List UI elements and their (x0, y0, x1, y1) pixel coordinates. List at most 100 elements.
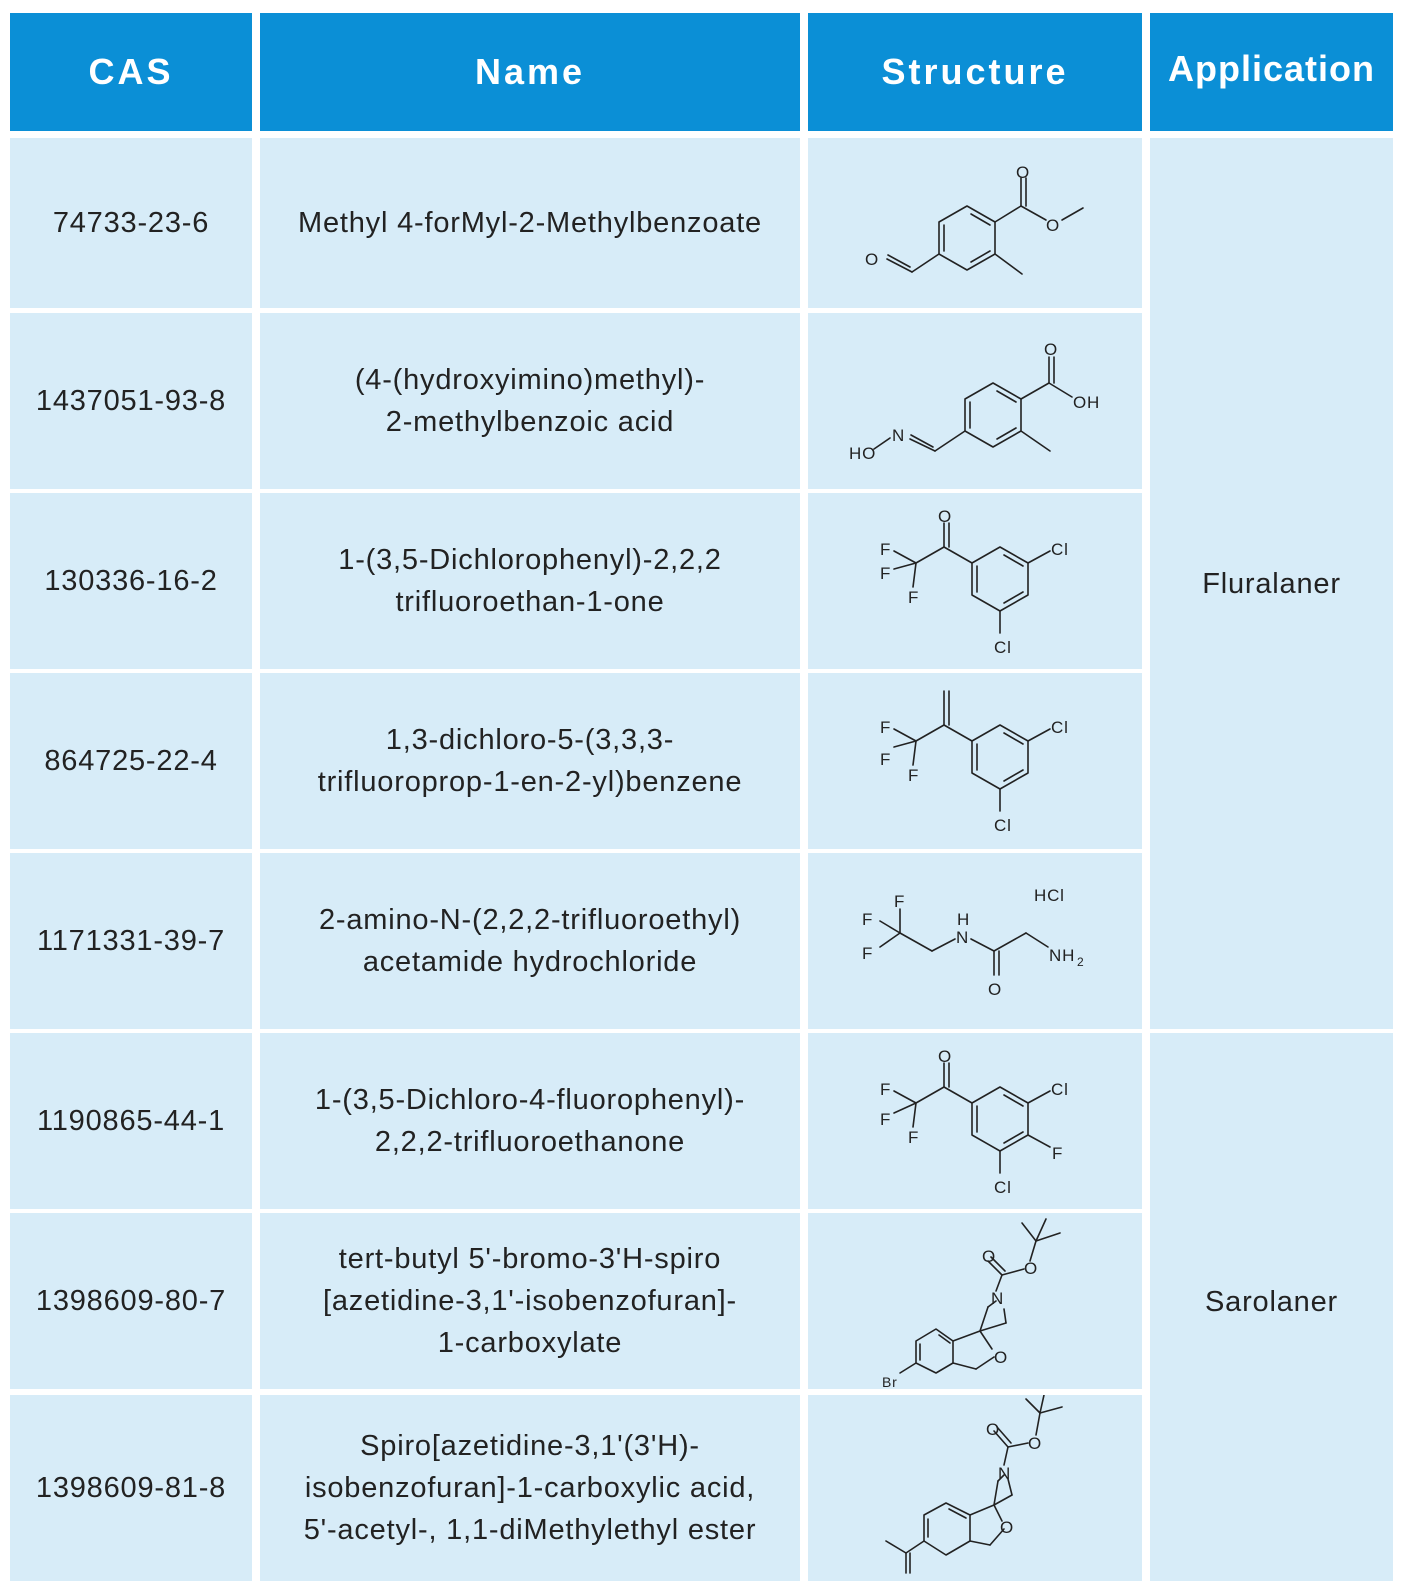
table-row-2-cas: 1437051-93-8 (10, 313, 252, 489)
atom-label: O (865, 250, 879, 269)
atom-label: F (880, 564, 891, 583)
methyl-4-formyl-2-methylbenzoate-structure-icon: O O O (865, 163, 1084, 275)
table-row-7-structure: N O O O Br (808, 1213, 1142, 1389)
table-row-3-cas: 130336-16-2 (10, 493, 252, 669)
atom-label: O (986, 1420, 1000, 1439)
header-name: Name (260, 13, 800, 131)
header-structure-label: Structure (881, 51, 1069, 92)
atom-label: O (938, 507, 952, 526)
atom-label: F (908, 588, 919, 607)
atom-label: O (1016, 163, 1030, 182)
compound-name: Methyl 4-forMyl-2-Methylbenzoate (298, 207, 762, 239)
table-row-7-name: tert-butyl 5'-bromo-3'H-spiro [azetidine… (260, 1213, 800, 1389)
header-cas: CAS (10, 13, 252, 131)
atom-label: N (998, 1464, 1011, 1483)
acetyl-spiro-azetidine-isobenzofuran-structure-icon: N O O O (885, 1395, 1063, 1574)
dichloro-trifluoropropenyl-benzene-structure-icon: F F F Cl Cl (880, 690, 1069, 835)
table-row-2-structure: O OH N HO (808, 313, 1142, 489)
atom-label: F (862, 910, 873, 929)
atom-label: F (880, 1110, 891, 1129)
table-row-8-structure: N O O O (808, 1395, 1142, 1581)
table-row-1-name: Methyl 4-forMyl-2-Methylbenzoate (260, 138, 800, 308)
cas-value: 1398609-80-7 (35, 1285, 227, 1317)
table-row-8-cas: 1398609-81-8 (10, 1395, 252, 1581)
table-row-8-name: Spiro[azetidine-3,1'(3'H)- isobenzofuran… (260, 1395, 800, 1581)
atom-label: F (880, 540, 891, 559)
application-cell-sarolaner: Sarolaner (1150, 1033, 1393, 1581)
atom-label: F (880, 718, 891, 737)
hydroxyimino-methylbenzoic-acid-structure-icon: O OH N HO (849, 340, 1100, 463)
atom-label: F (1052, 1144, 1063, 1163)
table-row-6-name: 1-(3,5-Dichloro-4-fluorophenyl)- 2,2,2-t… (260, 1033, 800, 1209)
atom-label: F (894, 892, 905, 911)
table-row-3-name: 1-(3,5-Dichlorophenyl)-2,2,2 trifluoroet… (260, 493, 800, 669)
header-cas-label: CAS (88, 51, 174, 92)
header-application-label: Application (1168, 48, 1375, 89)
bromo-spiro-azetidine-isobenzofuran-structure-icon: N O O O Br (882, 1218, 1061, 1389)
atom-label: H (957, 910, 970, 929)
table-row-6-structure: O F F F Cl F Cl (808, 1033, 1142, 1209)
table-row-4-cas: 864725-22-4 (10, 673, 252, 849)
table-row-1-cas: 74733-23-6 (10, 138, 252, 308)
atom-label: O (1028, 1434, 1042, 1453)
atom-label: Cl (1051, 718, 1069, 737)
dichlorophenyl-trifluoroethanone-structure-icon: O F F F Cl Cl (880, 507, 1069, 657)
atom-label: HCl (1034, 886, 1065, 905)
amino-trifluoroethyl-acetamide-hcl-structure-icon: F F F H N O NH 2 HCl (862, 886, 1084, 999)
atom-label: N (991, 1289, 1004, 1308)
dichloro-fluorophenyl-trifluoroethanone-structure-icon: O F F F Cl F Cl (880, 1047, 1069, 1197)
atom-label: F (862, 944, 873, 963)
application-label: Sarolaner (1205, 1286, 1338, 1318)
atom-label: N (892, 426, 905, 445)
compound-name: tert-butyl 5'-bromo-3'H-spiro [azetidine… (322, 1243, 737, 1359)
atom-label: O (1000, 1518, 1014, 1537)
compound-name: 1,3-dichloro-5-(3,3,3- trifluoroprop-1-e… (317, 724, 743, 798)
atom-label: O (938, 1047, 952, 1066)
atom-label: F (880, 1080, 891, 1099)
table-row-5-name: 2-amino-N-(2,2,2-trifluoroethyl) acetami… (260, 853, 800, 1029)
atom-label: Cl (1051, 540, 1069, 559)
cas-value: 130336-16-2 (44, 565, 218, 597)
table-row-1-structure: O O O (808, 138, 1142, 308)
compound-name: 1-(3,5-Dichlorophenyl)-2,2,2 trifluoroet… (338, 544, 722, 618)
atom-label: F (880, 750, 891, 769)
cas-value: 864725-22-4 (44, 745, 218, 777)
table-row-4-name: 1,3-dichloro-5-(3,3,3- trifluoroprop-1-e… (260, 673, 800, 849)
atom-label: Cl (994, 1178, 1012, 1197)
atom-label: O (1024, 1259, 1038, 1278)
atom-label: Cl (1051, 1080, 1069, 1099)
atom-label: HO (849, 444, 876, 463)
compound-name: 2-amino-N-(2,2,2-trifluoroethyl) acetami… (318, 904, 742, 978)
cas-value: 1437051-93-8 (35, 385, 227, 417)
table-row-4-structure: F F F Cl Cl (808, 673, 1142, 849)
cas-value: 74733-23-6 (52, 207, 210, 239)
header-structure: Structure (808, 13, 1142, 131)
atom-label: O (1046, 216, 1060, 235)
atom-label: O (1044, 340, 1058, 359)
table-row-7-cas: 1398609-80-7 (10, 1213, 252, 1389)
compound-name: Spiro[azetidine-3,1'(3'H)- isobenzofuran… (303, 1430, 757, 1546)
atom-label: OH (1073, 393, 1100, 412)
atom-label: F (908, 1128, 919, 1147)
atom-label: 2 (1077, 955, 1084, 969)
atom-label: O (988, 980, 1002, 999)
table-row-5-structure: F F F H N O NH 2 HCl (808, 853, 1142, 1029)
atom-label: N (956, 928, 969, 947)
table-row-3-structure: O F F F Cl Cl (808, 493, 1142, 669)
header-application: Application (1150, 13, 1393, 131)
application-label: Fluralaner (1202, 567, 1341, 600)
compound-name: (4-(hydroxyimino)methyl)- 2-methylbenzoi… (354, 364, 706, 438)
atom-label: F (908, 766, 919, 785)
cas-value: 1171331-39-7 (36, 925, 226, 957)
atom-label: O (982, 1247, 996, 1266)
atom-label: Cl (994, 816, 1012, 835)
atom-label: Cl (994, 638, 1012, 657)
cas-value: 1190865-44-1 (36, 1105, 226, 1137)
table-row-6-cas: 1190865-44-1 (10, 1033, 252, 1209)
atom-label: Br (882, 1374, 898, 1389)
atom-label: NH (1049, 946, 1075, 965)
atom-label: O (994, 1348, 1008, 1367)
table-row-5-cas: 1171331-39-7 (10, 853, 252, 1029)
application-cell-fluralaner: Fluralaner (1150, 138, 1393, 1029)
header-name-label: Name (474, 51, 586, 92)
